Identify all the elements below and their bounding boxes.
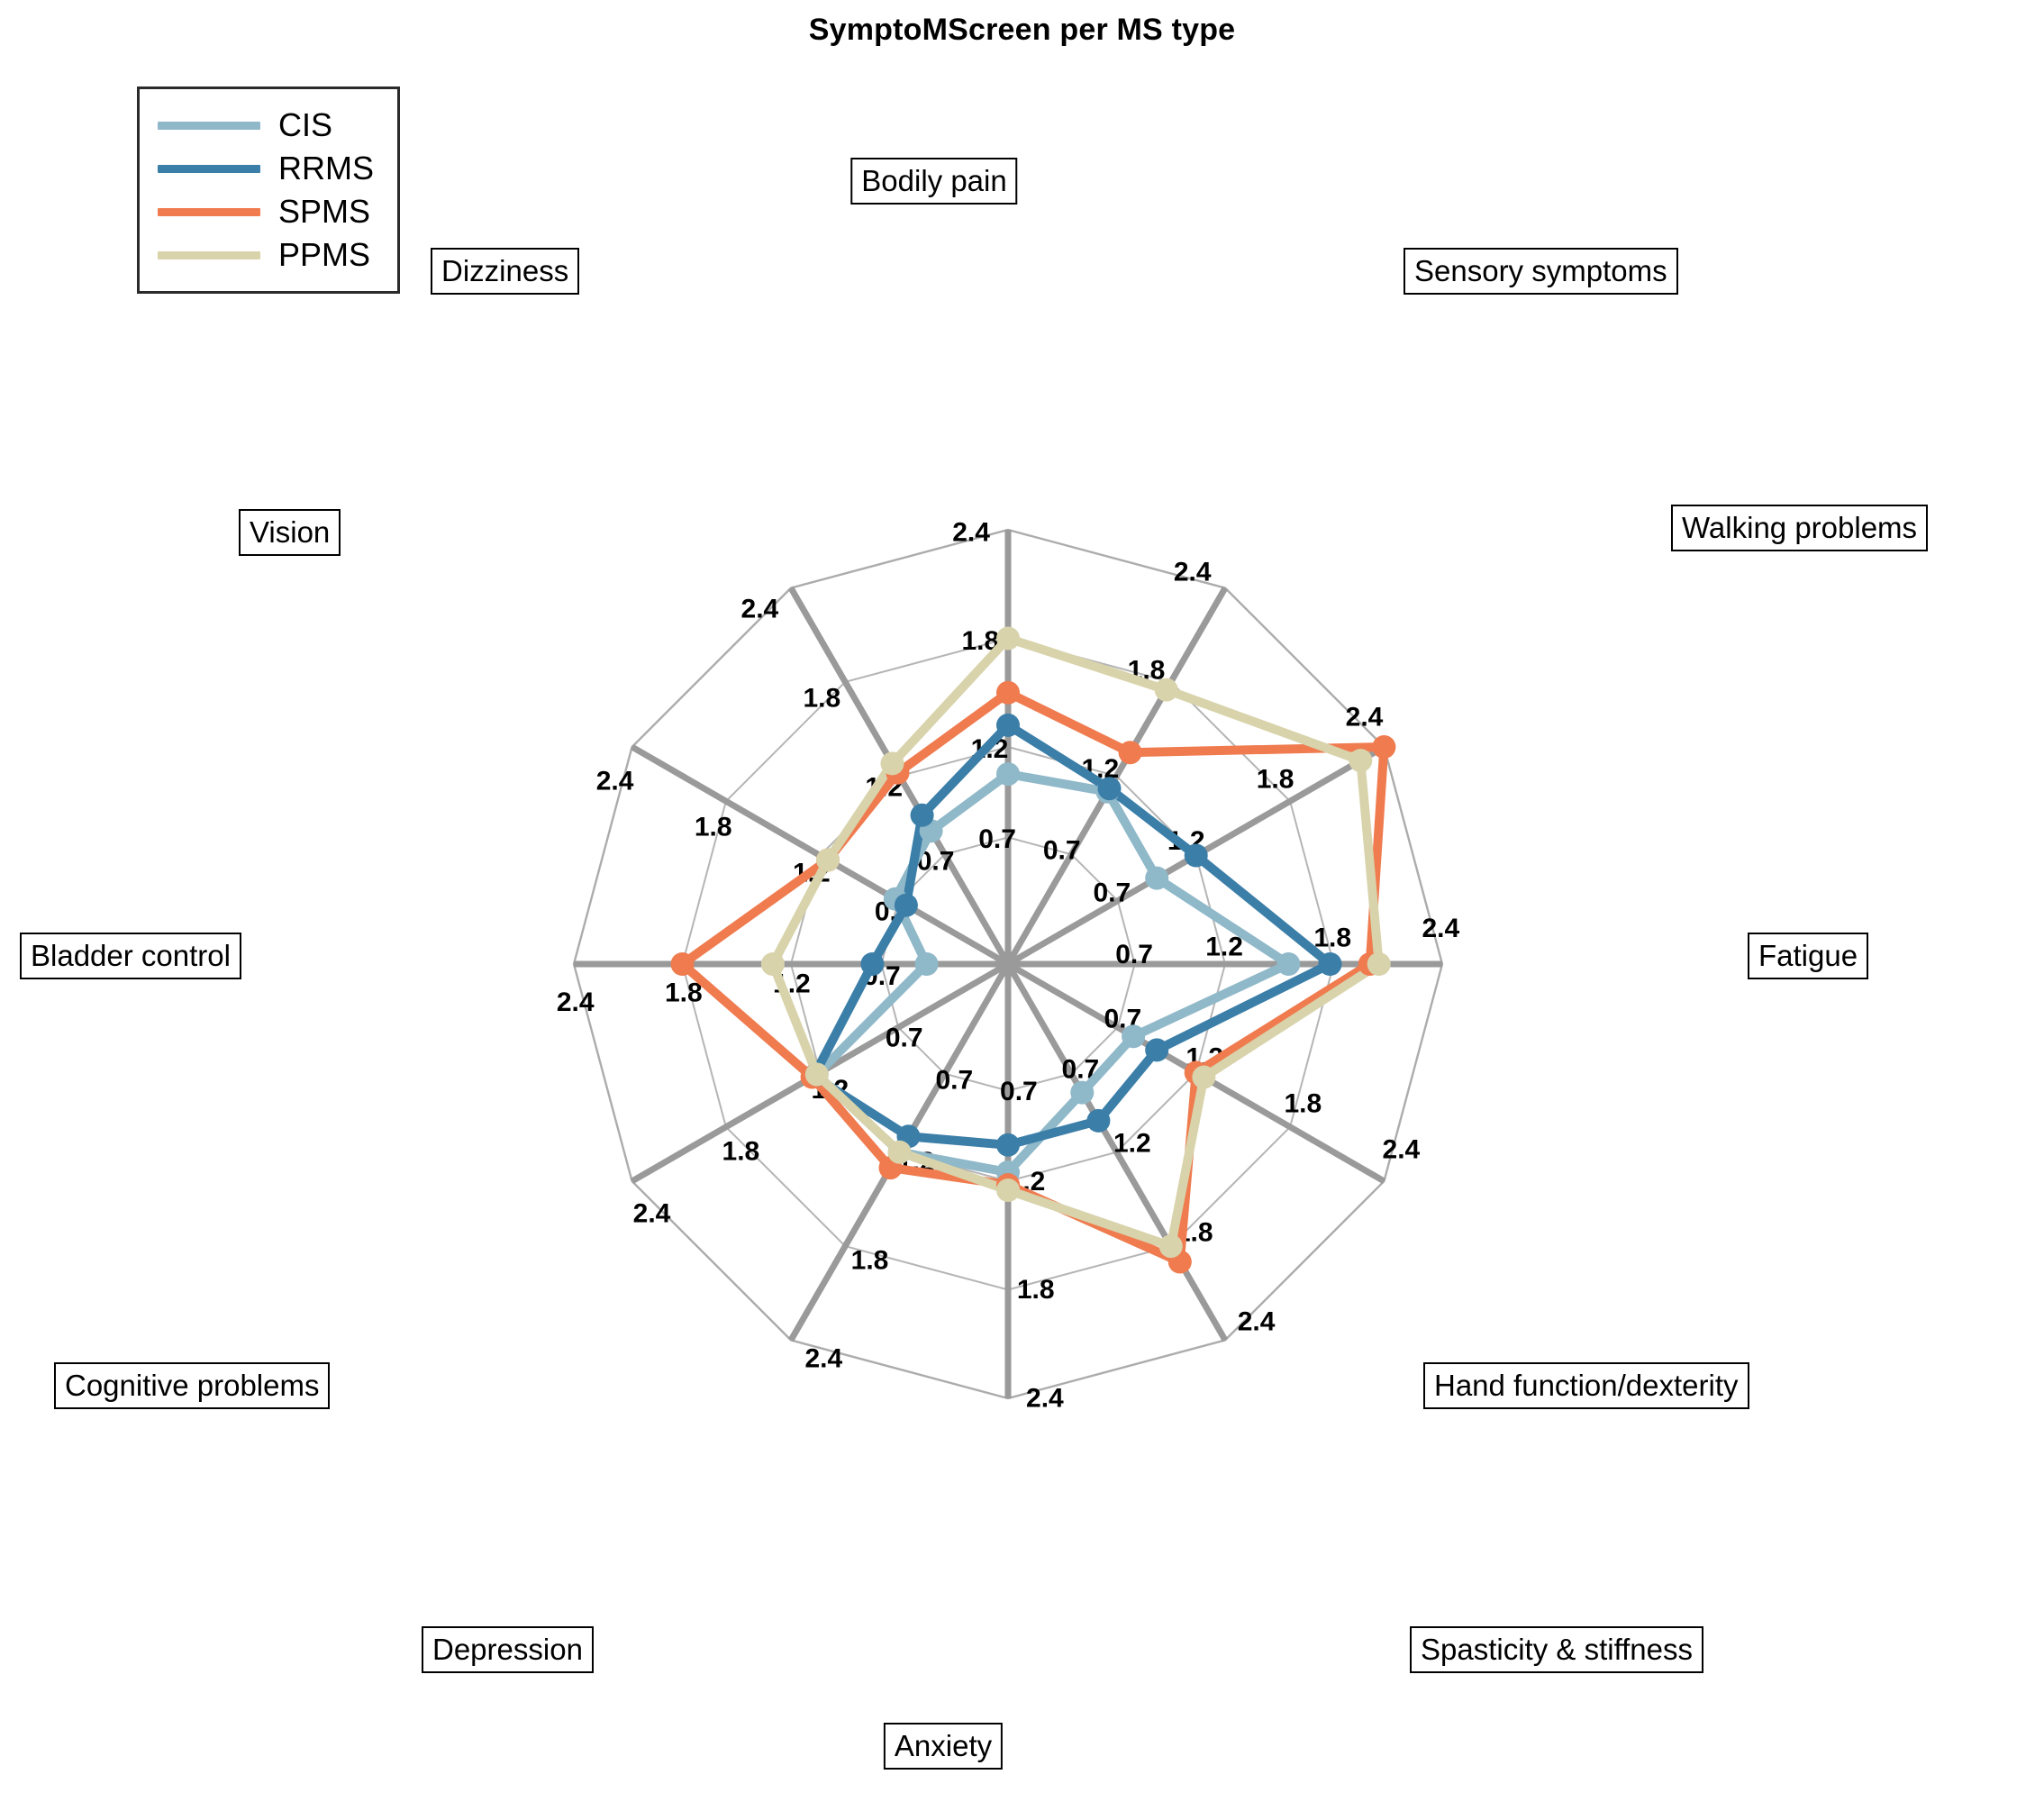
axis-label-spasticity-stiffness: Spasticity & stiffness: [1410, 1626, 1704, 1673]
legend-swatch-rrms: [158, 164, 260, 173]
tick-label-7-0-7: 0.7: [935, 1065, 973, 1095]
axis-label-depression: Depression: [422, 1626, 594, 1673]
tick-label-6-2-4: 2.4: [1026, 1383, 1064, 1413]
axis-label-anxiety: Anxiety: [883, 1723, 1004, 1770]
tick-label-2-1-8: 1.8: [1257, 764, 1295, 794]
axis-spoke-5: [1004, 962, 1229, 1342]
series-marker-ppms-11[interactable]: [880, 751, 904, 776]
series-marker-ppms-7[interactable]: [887, 1140, 912, 1164]
chart-title: SymptoMScreen per MS type: [808, 13, 1236, 47]
legend-label-cis: CIS: [278, 106, 333, 143]
series-marker-spms-0[interactable]: [996, 680, 1020, 705]
series-marker-rrms-10[interactable]: [894, 893, 918, 917]
series-marker-rrms-5[interactable]: [1086, 1108, 1111, 1133]
series-marker-rrms-1[interactable]: [1097, 777, 1122, 801]
legend-swatch-ppms: [158, 250, 260, 259]
tick-label-9-2-4: 2.4: [557, 987, 595, 1017]
series-marker-cis-9[interactable]: [914, 952, 939, 976]
series-marker-ppms-4[interactable]: [1192, 1065, 1216, 1089]
series-marker-ppms-6[interactable]: [996, 1179, 1020, 1202]
axis-label-fatigue: Fatigue: [1748, 933, 1869, 979]
tick-label-1-0-7: 0.7: [1043, 836, 1081, 866]
series-marker-ppms-0[interactable]: [996, 626, 1020, 651]
series-marker-rrms-9[interactable]: [860, 952, 885, 976]
axis-label-bodily-pain: Bodily pain: [850, 158, 1018, 205]
axis-label-sensory-symptoms: Sensory symptoms: [1404, 248, 1678, 295]
series-marker-ppms-10[interactable]: [816, 848, 840, 872]
tick-label-8-2-4: 2.4: [633, 1199, 671, 1229]
series-marker-spms-2[interactable]: [1372, 735, 1396, 759]
tick-label-4-1-8: 1.8: [1284, 1089, 1322, 1119]
axis-label-dizziness: Dizziness: [431, 248, 580, 295]
tick-label-3-2-4: 2.4: [1422, 914, 1459, 943]
series-marker-ppms-3[interactable]: [1367, 952, 1391, 976]
tick-label-9-1-8: 1.8: [665, 978, 703, 1008]
tick-label-8-1-8: 1.8: [722, 1137, 760, 1167]
tick-label-3-1-8: 1.8: [1313, 923, 1351, 952]
series-marker-rrms-4[interactable]: [1145, 1038, 1169, 1062]
legend-item-spms[interactable]: SPMS: [158, 190, 374, 233]
tick-label-5-2-4: 2.4: [1238, 1307, 1276, 1337]
tick-label-5-1-2: 1.2: [1113, 1129, 1151, 1159]
series-marker-rrms-2[interactable]: [1184, 843, 1208, 868]
axis-label-vision: Vision: [239, 509, 341, 556]
tick-label-4-2-4: 2.4: [1383, 1135, 1421, 1165]
series-marker-rrms-3[interactable]: [1318, 952, 1342, 976]
legend-swatch-cis: [158, 121, 260, 130]
tick-label-0-0-7: 0.7: [978, 824, 1016, 854]
tick-label-1-2-4: 2.4: [1174, 558, 1212, 587]
legend-label-rrms: RRMS: [278, 150, 374, 187]
tick-label-3-1-2: 1.2: [1205, 933, 1243, 962]
series-marker-rrms-0[interactable]: [996, 713, 1020, 737]
tick-label-6-1-8: 1.8: [1017, 1275, 1055, 1305]
tick-label-7-2-4: 2.4: [804, 1343, 842, 1373]
series-marker-cis-3[interactable]: [1276, 952, 1301, 976]
tick-label-10-2-4: 2.4: [596, 766, 634, 796]
axis-spokes: [574, 530, 1442, 1398]
series-marker-ppms-5[interactable]: [1158, 1234, 1183, 1259]
series-marker-ppms-1[interactable]: [1154, 678, 1178, 702]
tick-label-8-0-7: 0.7: [886, 1023, 923, 1052]
legend-item-ppms[interactable]: PPMS: [158, 233, 374, 277]
series-marker-ppms-8[interactable]: [804, 1062, 829, 1087]
series-marker-rrms-6[interactable]: [996, 1133, 1020, 1157]
series-marker-rrms-11[interactable]: [910, 803, 934, 827]
tick-label-7-1-8: 1.8: [851, 1245, 889, 1275]
chart-legend: CIS RRMS SPMS PPMS: [137, 86, 400, 294]
series-marker-cis-0[interactable]: [996, 762, 1020, 787]
series-marker-cis-5[interactable]: [1070, 1080, 1095, 1105]
axis-label-walking-problems: Walking problems: [1671, 505, 1929, 551]
tick-label-10-1-8: 1.8: [695, 813, 732, 842]
legend-item-cis[interactable]: CIS: [158, 104, 374, 147]
series-marker-spms-9[interactable]: [670, 952, 695, 976]
series-marker-cis-2[interactable]: [1145, 866, 1169, 890]
tick-label-11-2-4: 2.4: [741, 595, 779, 624]
series-markers: [670, 626, 1396, 1274]
axis-label-cognitive-problems: Cognitive problems: [54, 1362, 331, 1409]
tick-label-6-0-7: 0.7: [1000, 1077, 1038, 1106]
series-marker-cis-4[interactable]: [1122, 1024, 1146, 1049]
legend-label-spms: SPMS: [278, 193, 371, 230]
series-marker-ppms-2[interactable]: [1349, 749, 1373, 773]
series-marker-spms-1[interactable]: [1118, 741, 1142, 765]
legend-swatch-spms: [158, 207, 260, 216]
axis-label-bladder-control: Bladder control: [20, 933, 241, 979]
legend-item-rrms[interactable]: RRMS: [158, 147, 374, 190]
tick-label-11-1-8: 1.8: [803, 683, 840, 713]
tick-label-0-2-4: 2.4: [952, 518, 990, 548]
tick-label-2-2-4: 2.4: [1346, 702, 1384, 732]
legend-label-ppms: PPMS: [278, 236, 371, 273]
axis-label-hand-function-dexterity: Hand function/dexterity: [1423, 1362, 1749, 1409]
tick-label-2-0-7: 0.7: [1093, 878, 1131, 908]
tick-label-3-0-7: 0.7: [1115, 940, 1153, 969]
series-marker-ppms-9[interactable]: [760, 952, 785, 976]
axis-spoke-1: [1004, 586, 1229, 966]
